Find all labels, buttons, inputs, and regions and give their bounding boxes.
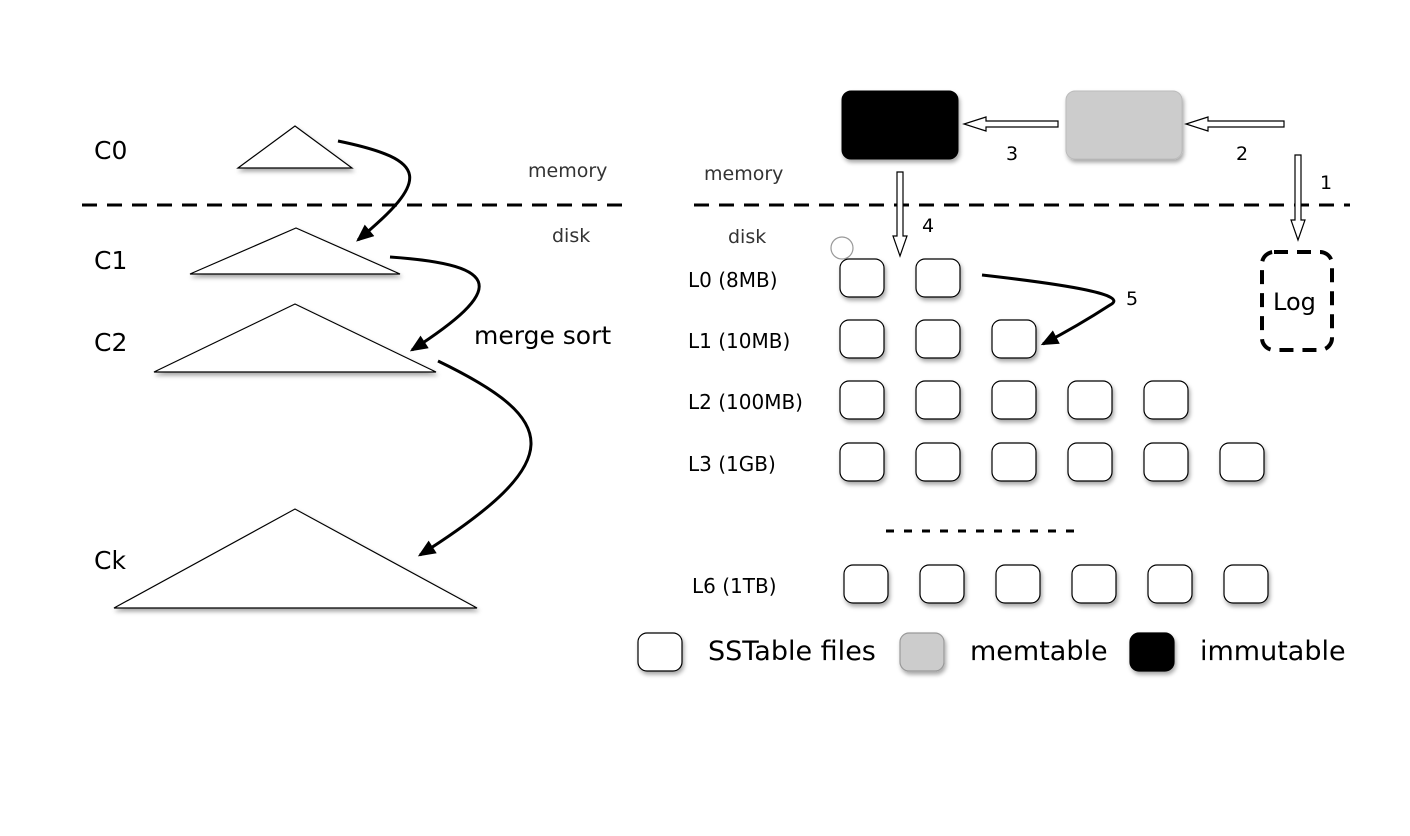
sstable-file-level3-5 [1219,442,1265,482]
sstable-file-level0-0 [839,258,885,298]
left-disk-label: disk [552,225,591,247]
c1-label: C1 [94,246,128,275]
sstable-file-level4-4 [1147,564,1193,604]
log-label: Log [1273,288,1316,316]
right-disk-label: disk [728,226,767,248]
c2-to-ck-arrow [417,359,533,557]
step-5-arrow [981,273,1116,346]
cursor-marker [830,236,854,260]
sstable-file-level3-3 [1067,442,1113,482]
step-5-label: 5 [1126,288,1139,310]
level-files [839,258,1269,604]
c0-label: C0 [94,136,128,165]
legend-memtable-label: memtable [970,636,1108,667]
ck-label: Ck [94,546,126,575]
c1-triangle [189,227,401,275]
step-3-arrow [962,116,1059,132]
step-3-label: 3 [1006,143,1019,165]
step-1-label: 1 [1320,172,1333,194]
level-label-l0: L0 (8MB) [688,268,778,292]
sstable-file-level4-0 [843,564,889,604]
sstable-file-level3-4 [1143,442,1189,482]
sstable-file-level4-2 [995,564,1041,604]
legend-memtable-swatch [899,632,945,672]
step-2-arrow [1184,116,1285,132]
legend-sstable-label: SSTable files [708,636,876,667]
sstable-file-level4-1 [919,564,965,604]
sstable-file-level0-1 [915,258,961,298]
legend-sstable-swatch [637,632,683,672]
level-label-l3: L3 (1GB) [688,452,776,476]
step-2-label: 2 [1236,143,1249,165]
sstable-file-level2-2 [991,380,1037,420]
step-1-arrow [1290,154,1306,242]
sstable-file-level4-3 [1071,564,1117,604]
sstable-file-level3-1 [915,442,961,482]
left-panel [82,125,628,609]
level-label-l2: L2 (100MB) [688,390,803,414]
c2-label: C2 [94,328,128,357]
legend-immutable-label: immutable [1200,636,1346,667]
ck-triangle [113,508,478,609]
sstable-file-level1-0 [839,319,885,359]
sstable-file-level2-3 [1067,380,1113,420]
sstable-file-level4-5 [1223,564,1269,604]
c0-to-c1-arrow [337,139,412,242]
step-4-label: 4 [922,215,935,237]
step-4-arrow [892,171,908,258]
sstable-file-level2-0 [839,380,885,420]
immutable-block [841,90,959,160]
legend-immutable-swatch [1129,632,1175,672]
c0-triangle [236,125,354,169]
sstable-file-level1-2 [991,319,1037,359]
sstable-file-level3-2 [991,442,1037,482]
sstable-file-level3-0 [839,442,885,482]
sstable-file-level1-1 [915,319,961,359]
sstable-file-level2-1 [915,380,961,420]
sstable-file-level2-4 [1143,380,1189,420]
memtable-block [1065,90,1183,160]
right-memory-label: memory [704,163,784,185]
c1-to-c2-arrow [389,255,481,352]
left-memory-label: memory [528,160,608,182]
c2-triangle [153,303,437,373]
level-label-l6: L6 (1TB) [692,574,777,598]
merge-sort-label: merge sort [474,321,612,350]
log-box [1260,250,1334,352]
level-label-l1: L1 (10MB) [688,329,791,353]
right-panel [637,90,1350,672]
